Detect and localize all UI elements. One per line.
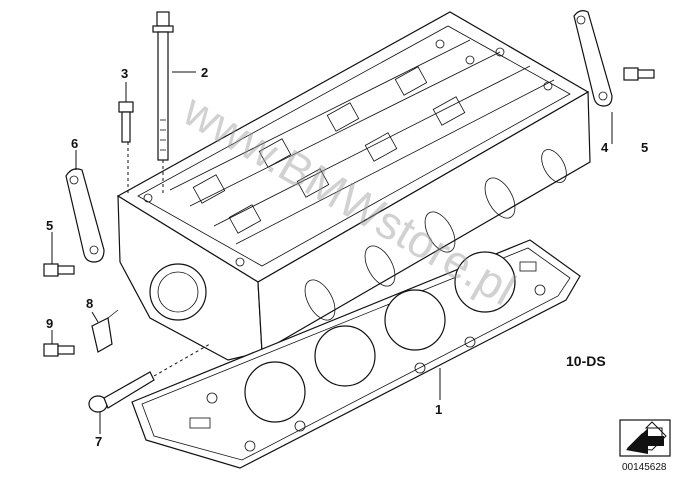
callout-4: 4 xyxy=(601,140,609,155)
bolt-5-left xyxy=(43,263,75,277)
callout-7: 7 xyxy=(95,434,102,449)
bracket-8 xyxy=(91,309,119,353)
reference-number: 00145628 xyxy=(622,462,667,473)
head-gasket xyxy=(131,239,581,469)
lifting-eye-right xyxy=(573,10,613,107)
leader-lines xyxy=(51,71,613,434)
arrow-box-icon[interactable] xyxy=(619,419,671,457)
guide-lines xyxy=(127,142,211,377)
bolt-5-right xyxy=(623,67,655,81)
callout-1: 1 xyxy=(435,402,442,417)
callout-8: 8 xyxy=(86,296,93,311)
bolt-7 xyxy=(88,371,155,413)
head-bolt-long xyxy=(152,11,174,161)
bolt-9 xyxy=(43,343,75,357)
callout-5-right: 5 xyxy=(641,140,648,155)
cylinder-head xyxy=(116,11,591,361)
lifting-eye-left xyxy=(65,168,105,263)
callout-2: 2 xyxy=(201,65,208,80)
callout-9: 9 xyxy=(46,316,53,331)
callout-6: 6 xyxy=(71,136,78,151)
callout-3: 3 xyxy=(121,66,128,81)
bolt-small xyxy=(118,101,134,143)
callout-5-left: 5 xyxy=(46,218,53,233)
engine-code: 10-DS xyxy=(566,353,606,369)
